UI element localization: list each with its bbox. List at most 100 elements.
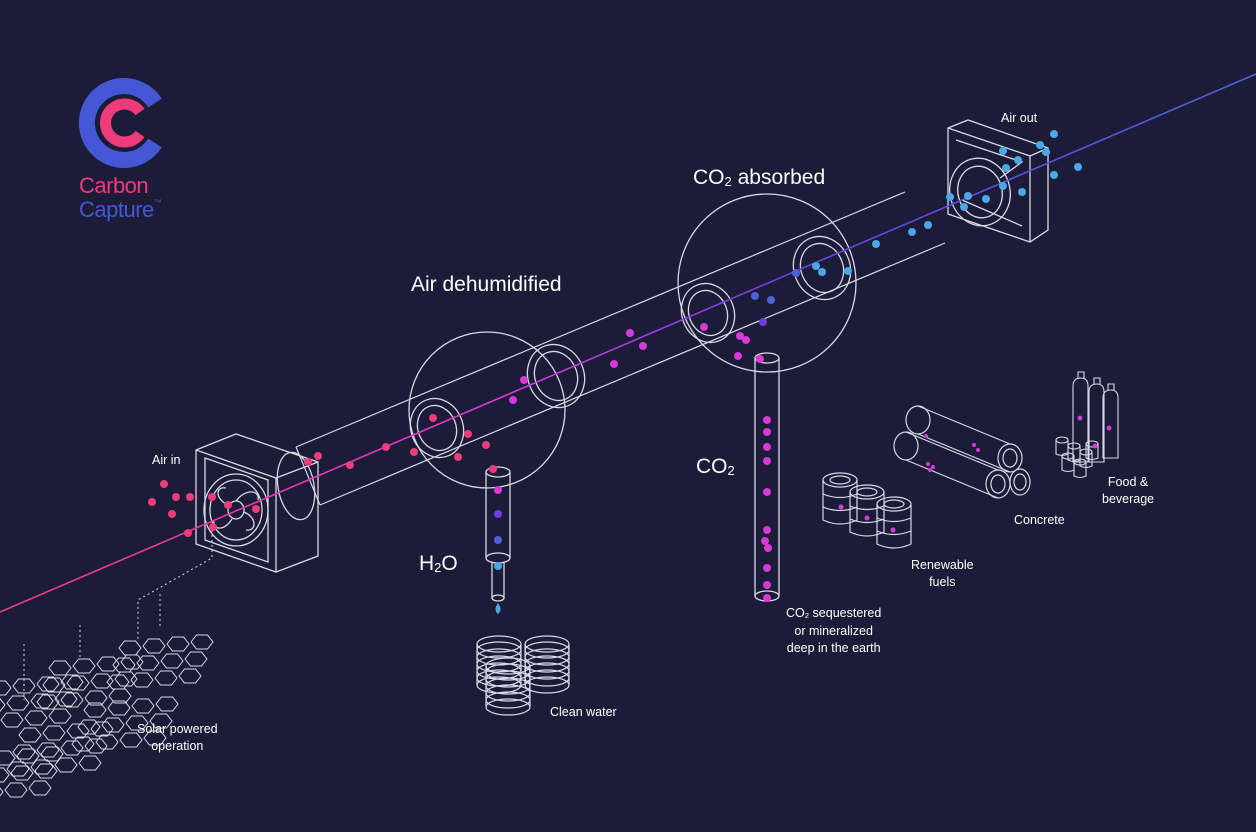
- particle: [1074, 163, 1082, 171]
- solar-cell: [78, 755, 102, 771]
- solar-cell: [0, 750, 16, 766]
- particle: [410, 448, 418, 456]
- co2-absorbed-label: CO2 absorbed: [693, 166, 826, 189]
- solar-cell: [84, 690, 108, 706]
- particle: [639, 342, 647, 350]
- solar-cell: [12, 678, 36, 694]
- particle: [946, 193, 954, 201]
- can-body: [1073, 462, 1087, 479]
- particle: [763, 594, 771, 602]
- dehumidifier-sphere: [408, 331, 566, 489]
- co2-sequestered-label: CO2 sequestered or mineralized deep in t…: [786, 606, 882, 655]
- pipe-rings: [276, 235, 852, 521]
- solar-cell: [143, 730, 167, 746]
- particle: [763, 526, 771, 534]
- solar-cell: [120, 654, 144, 670]
- solar-cell: [130, 672, 154, 688]
- particle: [838, 504, 844, 510]
- particle: [304, 458, 312, 466]
- solar-cell: [6, 695, 30, 711]
- solar-cell: [114, 671, 138, 687]
- solar-cell: [48, 708, 72, 724]
- particle: [626, 329, 634, 337]
- solar-cell: [155, 696, 179, 712]
- particle: [1050, 130, 1058, 138]
- solar-cell: [118, 640, 142, 656]
- particles: [148, 130, 1082, 614]
- barrel-top: [822, 472, 858, 488]
- solar-cell: [83, 702, 107, 718]
- particle: [224, 501, 232, 509]
- particle: [890, 527, 896, 533]
- particle: [864, 515, 870, 521]
- particle: [520, 376, 528, 384]
- particle: [186, 493, 194, 501]
- particle: [763, 564, 771, 572]
- solar-cell: [90, 721, 114, 737]
- particle: [509, 396, 517, 404]
- main-duct: [295, 191, 946, 506]
- particle: [759, 318, 767, 326]
- barrel-lid: [856, 487, 878, 497]
- solar-cell: [184, 651, 208, 667]
- co2-label: CO2: [696, 455, 735, 478]
- particle: [924, 221, 932, 229]
- solar-cell: [0, 787, 4, 797]
- air-in-label: Air in: [152, 453, 181, 467]
- particle: [792, 269, 800, 277]
- renewable-fuels-label: Renewable fuels: [911, 558, 974, 589]
- particle: [429, 414, 437, 422]
- solar-cell: [112, 657, 136, 673]
- solar-cell: [60, 674, 84, 690]
- solar-label: Solar powered operation: [137, 722, 218, 753]
- particle: [346, 461, 354, 469]
- solar-cell: [149, 713, 173, 729]
- particle: [999, 182, 1007, 190]
- particle: [763, 457, 771, 465]
- particle: [148, 498, 156, 506]
- co2-sequestration-pipe: [754, 352, 780, 602]
- solar-cell: [84, 738, 108, 754]
- particle: [999, 147, 1007, 155]
- concrete-label: Concrete: [1014, 513, 1065, 527]
- water-drop-icon: [495, 603, 501, 614]
- solar-cell: [119, 732, 143, 748]
- h2o-label: H2O: [419, 552, 458, 575]
- particle: [1036, 141, 1044, 149]
- food-beverage-label: Food & beverage: [1102, 475, 1155, 506]
- solar-cell: [160, 653, 184, 669]
- solar-cell: [4, 782, 28, 798]
- solar-cell: [131, 698, 155, 714]
- particle: [908, 228, 916, 236]
- fuel-barrels: [822, 472, 912, 549]
- particle: [482, 441, 490, 449]
- solar-cell: [71, 736, 95, 752]
- particle: [1018, 188, 1026, 196]
- can-body: [1085, 444, 1099, 461]
- solar-panels: [0, 525, 214, 798]
- barrel-body: [822, 480, 858, 525]
- concrete-cylinders: [893, 405, 1031, 499]
- particle: [252, 505, 260, 513]
- particle: [1014, 156, 1022, 164]
- water-tanks: [476, 635, 570, 716]
- particle: [763, 416, 771, 424]
- solar-cell: [12, 744, 36, 760]
- solar-cell: [0, 680, 12, 696]
- particle: [818, 268, 826, 276]
- can-top: [1055, 436, 1069, 444]
- barrel-hoop: [876, 517, 912, 536]
- solar-cell: [36, 694, 60, 710]
- solar-cell: [178, 668, 202, 684]
- solar-cell: [72, 658, 96, 674]
- solar-cell: [142, 638, 166, 654]
- solar-cell: [77, 719, 101, 735]
- barrel-lid: [829, 475, 851, 485]
- solar-cell: [16, 748, 40, 764]
- particle: [494, 486, 502, 494]
- brand-name-line2: Capture™: [79, 197, 162, 222]
- solar-cell: [36, 742, 60, 758]
- solar-cell: [107, 700, 131, 716]
